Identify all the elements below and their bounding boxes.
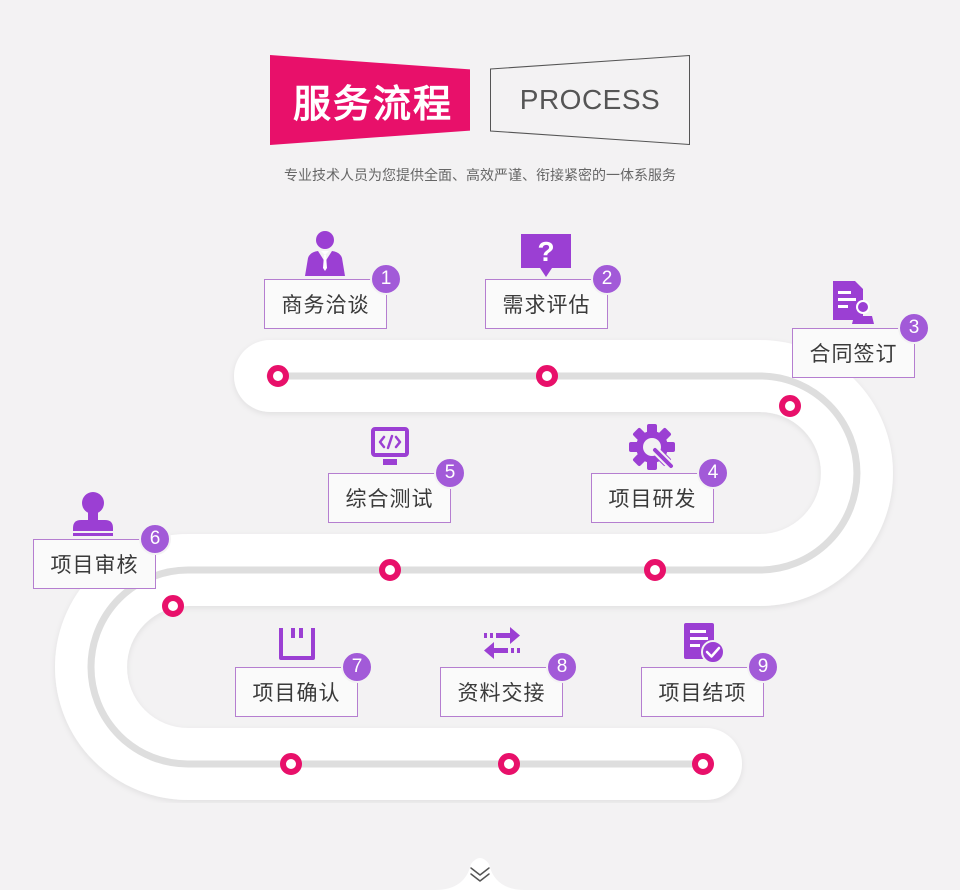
step-5-label: 综合测试 bbox=[328, 473, 451, 523]
track-dot-4 bbox=[644, 559, 666, 581]
step-8-label: 资料交接 bbox=[440, 667, 563, 717]
stamp-icon bbox=[73, 492, 113, 536]
track-dot-7 bbox=[280, 753, 302, 775]
step-3-number: 3 bbox=[898, 312, 930, 344]
track-dot-1 bbox=[267, 365, 289, 387]
question-bubble-icon: ? bbox=[521, 234, 571, 277]
track-dot-2 bbox=[536, 365, 558, 387]
track-dot-8 bbox=[498, 753, 520, 775]
step-1-label: 商务洽谈 bbox=[264, 279, 387, 329]
businessman-icon bbox=[305, 231, 345, 276]
contract-icon bbox=[833, 281, 874, 324]
title-english: PROCESS bbox=[519, 84, 661, 115]
step-7-label: 项目确认 bbox=[235, 667, 358, 717]
gear-wrench-icon bbox=[629, 424, 675, 470]
step-4-label: 项目研发 bbox=[591, 473, 714, 523]
chevron-down-icon[interactable] bbox=[435, 852, 525, 890]
step-6-number: 6 bbox=[139, 523, 171, 555]
step-3-label: 合同签订 bbox=[792, 328, 915, 378]
title-english-frame: PROCESS bbox=[490, 55, 690, 145]
exchange-arrows-icon bbox=[484, 627, 520, 659]
step-2-label: 需求评估 bbox=[485, 279, 608, 329]
title-chinese: 服务流程 bbox=[270, 55, 470, 145]
tray-icon bbox=[279, 628, 315, 660]
code-monitor-icon bbox=[371, 427, 409, 465]
subtitle: 专业技术人员为您提供全面、高效严谨、衔接紧密的一体系服务 bbox=[284, 167, 676, 183]
check-document-icon bbox=[684, 623, 725, 664]
title-frame-outline bbox=[490, 55, 690, 145]
track-dot-3 bbox=[779, 395, 801, 417]
step-2-number: 2 bbox=[591, 263, 623, 295]
step-1-number: 1 bbox=[370, 263, 402, 295]
step-4-number: 4 bbox=[697, 457, 729, 489]
step-7-number: 7 bbox=[341, 651, 373, 683]
track-dot-6 bbox=[162, 595, 184, 617]
step-8-number: 8 bbox=[546, 651, 578, 683]
track-line bbox=[87, 372, 861, 768]
svg-text:?: ? bbox=[537, 236, 554, 267]
step-9-number: 9 bbox=[747, 651, 779, 683]
step-6-label: 项目审核 bbox=[33, 539, 156, 589]
step-9-label: 项目结项 bbox=[641, 667, 764, 717]
track-dot-9 bbox=[692, 753, 714, 775]
step-5-number: 5 bbox=[434, 457, 466, 489]
track-dot-5 bbox=[379, 559, 401, 581]
